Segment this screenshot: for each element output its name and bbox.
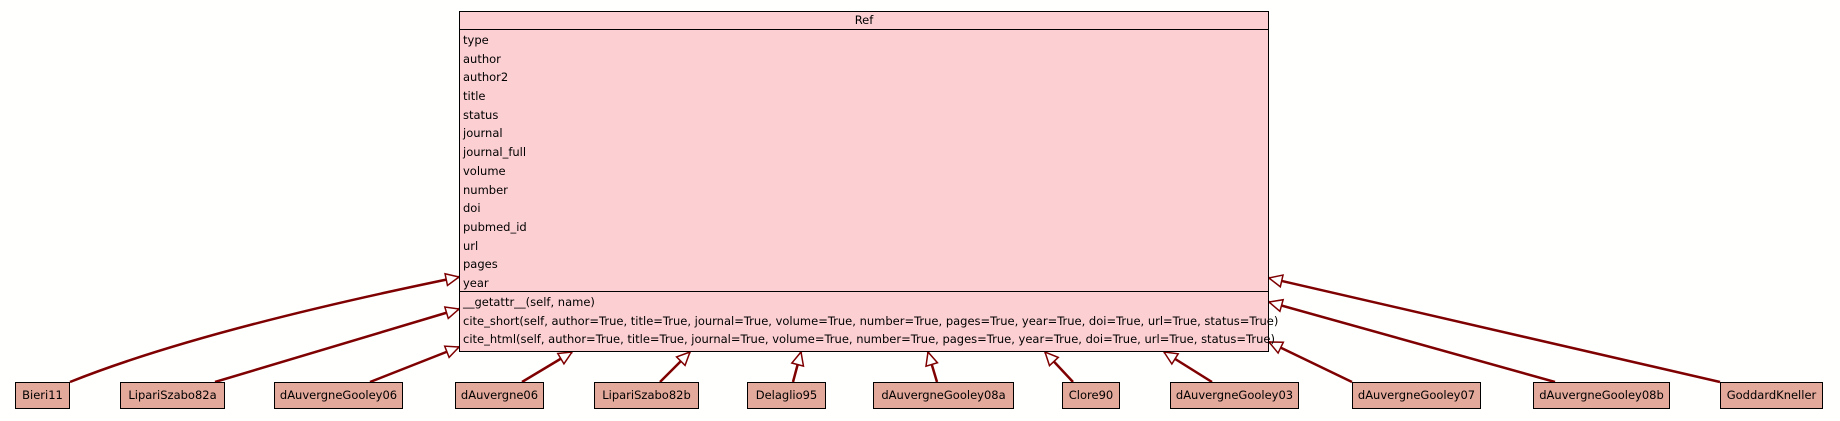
class-dauvergne06[interactable]: dAuvergne06 bbox=[455, 382, 544, 409]
attribute-status: status bbox=[463, 107, 499, 122]
class-dauvergnegooley03[interactable]: dAuvergneGooley03 bbox=[1170, 382, 1299, 409]
edge-goddardkneller bbox=[1268, 276, 1721, 384]
class-liparisszabo82a[interactable]: LipariSzabo82a bbox=[120, 382, 225, 409]
class-dauvergnegooley06[interactable]: dAuvergneGooley06 bbox=[274, 382, 403, 409]
attribute-journal: journal bbox=[463, 126, 503, 141]
edge-dauvergnegooley08b bbox=[1268, 300, 1556, 384]
edge-dauvergnegooley07 bbox=[1268, 340, 1353, 384]
edge-dauvergnegooley06 bbox=[369, 345, 460, 384]
edge-liparisszabo82a bbox=[214, 307, 460, 384]
attribute-pages: pages bbox=[463, 257, 498, 272]
edge-dauvergne06-arrowhead bbox=[556, 351, 574, 366]
method-cite-html: cite_html(self, author=True, title=True,… bbox=[463, 332, 1275, 347]
edge-dauvergnegooley07-arrowhead bbox=[1267, 341, 1285, 355]
attribute-author2: author2 bbox=[463, 70, 509, 85]
edge-dauvergnegooley06-arrowhead bbox=[443, 345, 461, 359]
attribute-year: year bbox=[463, 275, 489, 290]
attribute-url: url bbox=[463, 238, 479, 253]
edge-goddardkneller-arrowhead bbox=[1267, 274, 1285, 289]
attribute-number: number bbox=[463, 182, 508, 197]
class-dauvergnegooley08a[interactable]: dAuvergneGooley08a bbox=[873, 382, 1014, 409]
edge-liparisszabo82a-arrowhead bbox=[443, 306, 461, 320]
edge-liparisszabo82b-arrowhead bbox=[675, 350, 692, 367]
attribute-journal-full: journal_full bbox=[463, 145, 527, 160]
class-goddardkneller[interactable]: GoddardKneller bbox=[1720, 382, 1823, 409]
edge-clore90-arrowhead bbox=[1043, 350, 1060, 367]
edge-dauvergnegooley03-arrowhead bbox=[1162, 351, 1180, 366]
class-liparisszabo82b[interactable]: LipariSzabo82b bbox=[594, 382, 699, 409]
class-delaglio95[interactable]: Delaglio95 bbox=[747, 382, 826, 409]
attribute-pubmed-id: pubmed_id bbox=[463, 219, 527, 234]
edge-bieri11 bbox=[69, 275, 460, 384]
method-list: __getattr__(self, name) cite_short(self,… bbox=[460, 292, 1279, 349]
edge-delaglio95-arrowhead bbox=[790, 350, 805, 368]
attribute-author: author bbox=[463, 51, 501, 66]
class-dauvergnegooley07[interactable]: dAuvergneGooley07 bbox=[1352, 382, 1481, 409]
class-clore90[interactable]: Clore90 bbox=[1062, 382, 1120, 409]
method-getattr: __getattr__(self, name) bbox=[463, 295, 595, 309]
method-cite-short: cite_short(self, author=True, title=True… bbox=[463, 313, 1279, 328]
class-dauvergnegooley08b[interactable]: dAuvergneGooley08b bbox=[1533, 382, 1670, 409]
edge-bieri11-arrowhead bbox=[444, 272, 461, 287]
edge-dauvergnegooley08b-arrowhead bbox=[1267, 298, 1285, 313]
attribute-list: type author author2 title status journal… bbox=[460, 30, 1268, 292]
attribute-type: type bbox=[463, 33, 489, 47]
edge-dauvergnegooley08a-arrowhead bbox=[925, 350, 939, 368]
class-bieri11[interactable]: Bieri11 bbox=[15, 382, 70, 409]
class-title: Ref bbox=[460, 12, 1268, 30]
attribute-doi: doi bbox=[463, 201, 481, 216]
attribute-volume: volume bbox=[463, 163, 506, 178]
attribute-title: title bbox=[463, 89, 486, 104]
class-ref[interactable]: Ref type author author2 title status jou… bbox=[459, 11, 1279, 352]
